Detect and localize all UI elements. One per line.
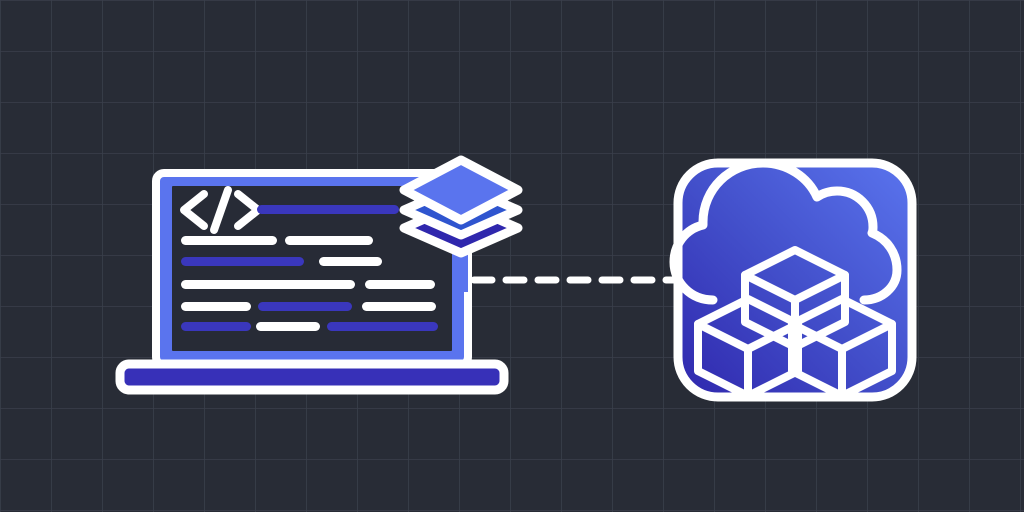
cube-bottom-right-icon [788,295,896,400]
code-line-row-3 [181,257,382,266]
code-segment [319,257,382,266]
code-line-row-6 [181,322,438,331]
laptop-illustration[interactable] [115,169,509,395]
code-segment [258,302,352,311]
code-segment [327,322,438,331]
code-line-row-4 [181,280,435,289]
code-segment [362,302,436,311]
code-segment [257,205,399,214]
code-line-row-2 [181,236,373,245]
cloud-icon [669,158,902,305]
code-segment [181,257,304,266]
stacked-layers-icon[interactable] [399,155,523,292]
code-segment [181,236,277,245]
code-line-row-1 [257,205,399,214]
code-segment [181,280,355,289]
laptop-base [115,359,509,395]
cloud-services-card[interactable] [669,158,917,402]
code-segment [285,236,373,245]
layer-top [399,155,523,225]
code-segment [365,280,435,289]
code-segment [256,322,320,331]
code-segment [181,302,251,311]
code-line-row-5 [181,302,436,311]
code-segment [181,322,251,331]
